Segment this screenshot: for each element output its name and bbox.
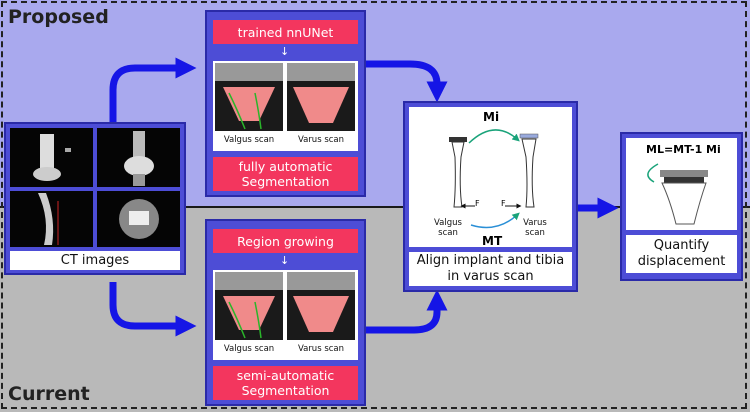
current-segmentation-panel: Region growing ↓ Valgus scan Varus scan … — [205, 219, 366, 406]
varus-scan-label: Varus scan — [297, 135, 345, 145]
f-left-label: F — [475, 199, 480, 208]
quantify-diagram: ML=MT-1 Mi — [626, 138, 737, 230]
mt-label: MT — [482, 234, 503, 248]
tibia-alignment-image — [449, 129, 539, 229]
ct-sagittal-view — [10, 191, 93, 247]
varus-label: Varus scan — [523, 218, 547, 238]
ct-knee-image — [124, 131, 154, 186]
arrow-proposed-to-align — [366, 60, 448, 103]
ct-slice-image — [119, 199, 159, 239]
down-arrow-icon: ↓ — [280, 45, 290, 58]
ct-leg-image — [38, 193, 59, 245]
valgus-label: Valgus scan — [434, 218, 462, 238]
valgus-scan-label: Valgus scan — [223, 344, 275, 354]
arrow-current-to-align — [366, 289, 448, 334]
align-caption: Align implant and tibia in varus scan — [409, 252, 572, 286]
proposed-seg-caption: fully automatic Segmentation — [213, 157, 358, 191]
ct-slice-view — [97, 191, 180, 247]
ct-bone-image — [33, 134, 71, 181]
ct-images-panel: CT images — [4, 122, 186, 275]
nnunet-method-label: trained nnUNet — [213, 20, 358, 44]
quantify-panel: ML=MT-1 Mi Quantify displacement — [620, 132, 743, 281]
varus-scan-label: Varus scan — [297, 344, 345, 354]
valgus-scan-image — [215, 272, 283, 340]
varus-scan-image — [287, 63, 355, 131]
align-panel: Mi F F MT Valgus scan Varus scan Align i… — [403, 101, 578, 292]
varus-scan-image — [287, 272, 355, 340]
region-growing-method-label: Region growing — [213, 229, 358, 253]
quantify-caption: Quantify displacement — [626, 235, 737, 273]
mi-label: Mi — [483, 110, 500, 124]
implant-displacement-image — [647, 163, 708, 225]
displacement-formula: ML=MT-1 Mi — [646, 143, 721, 156]
valgus-scan-label: Valgus scan — [223, 135, 275, 145]
ct-images-caption: CT images — [10, 251, 180, 270]
arrow-ct-to-proposed — [109, 57, 197, 124]
band-divider — [0, 206, 750, 208]
down-arrow-icon: ↓ — [280, 254, 290, 267]
proposed-segmentation-panel: trained nnUNet ↓ Valgus scan Varus scan … — [205, 10, 366, 197]
proposed-scans-box: Valgus scan Varus scan — [213, 61, 358, 151]
ct-axial-view — [10, 128, 93, 187]
current-label: Current — [8, 383, 90, 405]
f-right-label: F — [501, 199, 506, 208]
arrow-ct-to-current — [109, 282, 197, 337]
align-diagram: Mi F F MT Valgus scan Varus scan — [409, 107, 572, 248]
ct-coronal-view — [97, 128, 180, 187]
current-scans-box: Valgus scan Varus scan — [213, 270, 358, 360]
proposed-label: Proposed — [8, 6, 109, 28]
current-seg-caption: semi-automatic Segmentation — [213, 366, 358, 400]
valgus-scan-image — [215, 63, 283, 131]
